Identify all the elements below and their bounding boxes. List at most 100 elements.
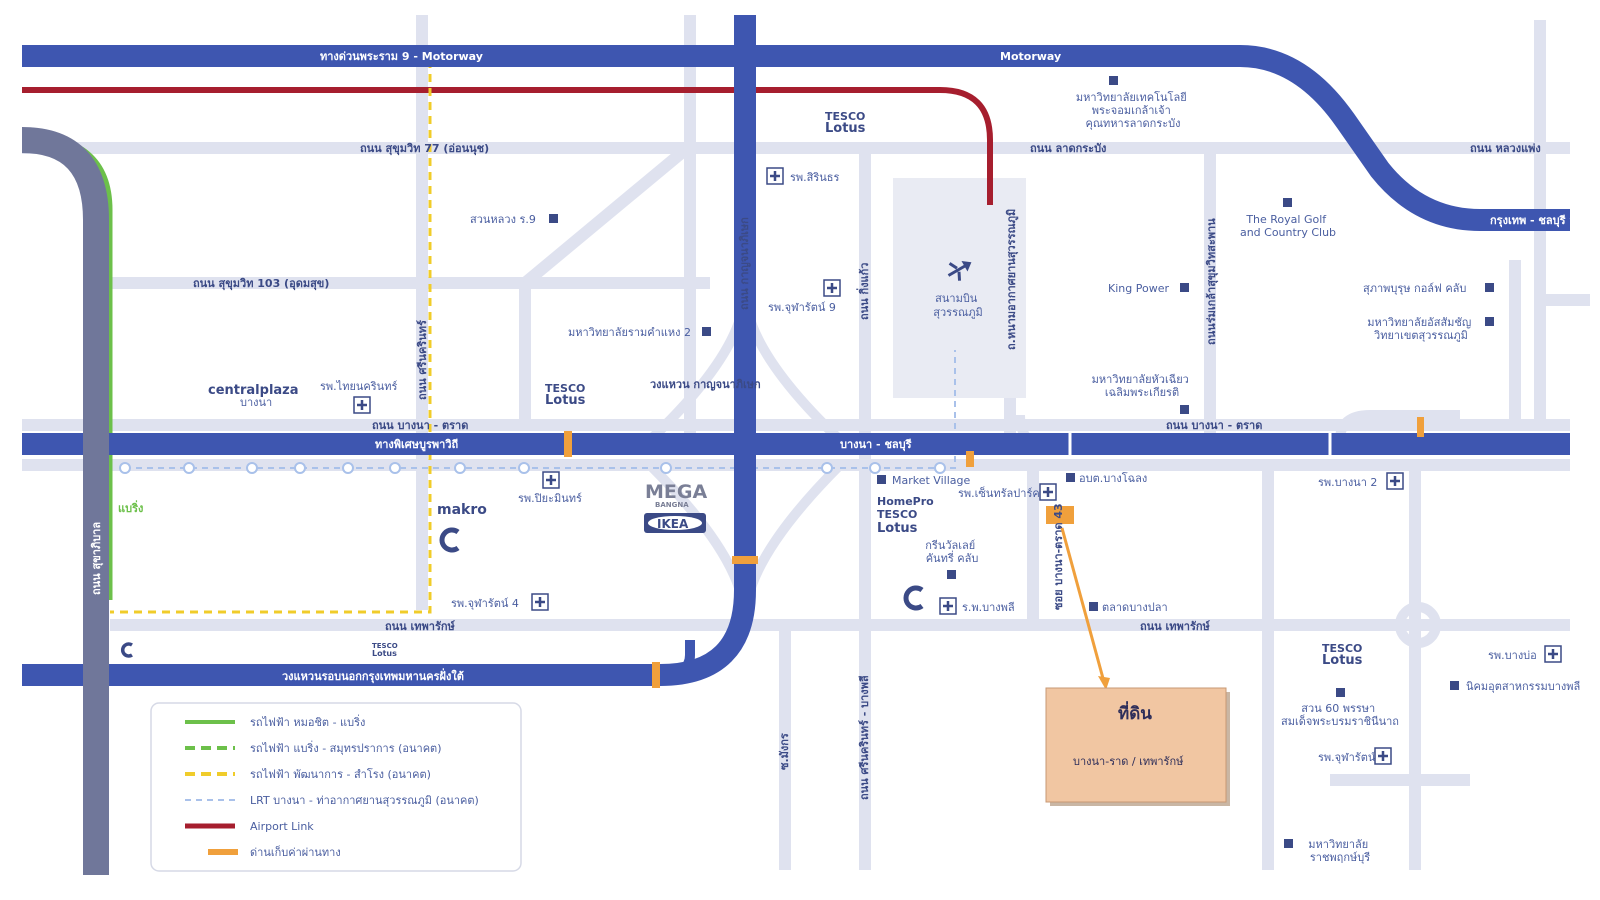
bangna2-label: รพ.บางนา 2 — [1318, 476, 1377, 489]
rama9-park-label: สวนหลวง ร.9 — [470, 213, 536, 226]
huachiew-marker — [1180, 405, 1189, 414]
airport-grounds — [893, 178, 1026, 398]
piyamin-hospital-icon — [542, 471, 560, 489]
left-curve-road — [21, 127, 109, 875]
bangphli-hospital-label: ร.พ.บางพลี — [962, 601, 1015, 614]
central-plaza-sub: บางนา — [240, 396, 272, 409]
thepharak-west-label: ถนน เทพารักษ์ — [385, 620, 456, 633]
krungthep-chonburi-label: กรุงเทพ - ชลบุรี สาย — [1490, 214, 1589, 228]
tesco-lotus-south-west: TESCO Lotus — [372, 642, 398, 658]
legend-item-green-solid: รถไฟฟ้า หมอชิต - แบริ่ง — [250, 714, 365, 729]
legend: รถไฟฟ้า หมอชิต - แบริ่ง รถไฟฟ้า แบริ่ง -… — [185, 714, 479, 859]
green-valley-marker — [947, 570, 956, 579]
royal-golf-label: The Royal Golf and Country Club — [1240, 213, 1336, 239]
central-pharma-hospital-icon — [1039, 483, 1057, 501]
chularat4-label: รพ.จุฬารัตน์ 4 — [451, 597, 519, 610]
outer-ring-road — [22, 15, 756, 686]
bangphli-industrial-marker — [1450, 681, 1459, 690]
chularat5-label: รพ.จุฬารัตน์ 5 — [1318, 751, 1386, 764]
luangphaeng-label: ถนน หลวงแพ่ง — [1470, 142, 1541, 155]
tesco-lotus-center: TESCO Lotus — [877, 508, 918, 536]
svg-text:Lotus: Lotus — [372, 649, 397, 658]
tesco-lotus-north: TESCO Lotus — [825, 110, 866, 136]
svg-text:TESCO: TESCO — [372, 642, 398, 650]
legend-item-toll: ด่านเก็บค่าผ่านทาง — [250, 845, 341, 859]
diagonal-road — [521, 145, 689, 288]
kanchanaphisek-label: ถนน กาญจนาภิเษก — [738, 217, 751, 310]
bangpla-market-label: ตลาดบางปลา — [1102, 601, 1168, 614]
svg-text:Lotus: Lotus — [545, 393, 586, 408]
c-logo-west — [121, 642, 133, 658]
kmitl-marker — [1109, 76, 1118, 85]
legend-item-yellow-dashed: รถไฟฟ้า พัฒนาการ - สำโรง (อนาคต) — [250, 767, 431, 781]
sirinn-hospital-label: รพ.สิรินธร — [790, 171, 840, 184]
assumption-label: มหาวิทยาลัยอัสสัมชัญ วิทยาเขตสุวรรณภูมิ — [1367, 316, 1475, 342]
wat60-label: สวน 60 พรรษา สมเด็จพระบรมราชินีนาถ — [1281, 702, 1399, 728]
sukhumvit103-label: ถนน สุขุมวิท 103 (อุดมสุข) — [193, 277, 329, 291]
lrt-line-future — [125, 350, 956, 469]
svg-text:TESCO: TESCO — [877, 508, 917, 521]
chularat9-hospital-icon — [823, 279, 841, 297]
bangpla-market-marker — [1089, 602, 1098, 611]
ikea-logo: IKEA — [657, 517, 689, 531]
land-callout-subtitle: บางนา-ราด / เทพารักษ์ — [1073, 755, 1184, 768]
mega-sub: BANGNA — [655, 501, 689, 509]
land-callout — [1045, 687, 1227, 803]
rama9-motorway-label: ทางด่วนพระราม 9 - Motorway — [320, 50, 483, 63]
tesco-lotus-south-east: TESCO Lotus — [1322, 642, 1363, 668]
ikea-logo-oval — [648, 516, 702, 530]
ramkhamhaeng2-label: มหาวิทยาลัยรามคำแหง 2 — [568, 326, 691, 339]
market-village-label: Market Village — [892, 474, 970, 487]
thainakarin-label: รพ.ไทยนครินทร์ — [320, 380, 397, 393]
rama9-park-marker — [549, 214, 558, 223]
green-valley-label: กรีนวัลเลย์ คันทรี่ คลับ — [925, 539, 978, 565]
svg-text:TESCO: TESCO — [545, 382, 585, 395]
c-logo-makro — [437, 525, 463, 555]
suvarnabhumi-road-label: ถ.หนามอากาศยานสุวรรณภูมิ — [1005, 209, 1019, 350]
sukhumvit77-label: ถนน สุขุมวิท 77 (อ่อนนุช) — [360, 142, 489, 156]
ramkhamhaeng2-marker — [702, 327, 711, 336]
huachiew-label: มหาวิทยาลัยหัวเฉียว เฉลิมพระเกียรติ — [1092, 373, 1193, 399]
district-office-label: อบต.บางโฉลง — [1079, 471, 1147, 485]
kmitl-label: มหาวิทยาลัยเทคโนโลยี พระจอมเกล้าเจ้า คุณ… — [1076, 90, 1190, 130]
makro-logo: makro — [437, 502, 487, 518]
svg-text:Lotus: Lotus — [825, 121, 866, 136]
kingkaeo-ring-label: วงแหวน กาญจนาภิเษก — [650, 378, 761, 391]
svg-text:TESCO: TESCO — [825, 110, 865, 123]
king-power-label: King Power — [1108, 282, 1169, 295]
bangphli-industrial-label: นิคมอุตสาหกรรมบางพลี — [1466, 680, 1580, 693]
bangphli-hospital-icon — [939, 597, 957, 615]
burapha-withi-label: ทางพิเศษบูรพาวิถี — [375, 438, 459, 452]
srinakarin-label: ถนน ศรีนครินทร์ — [416, 320, 429, 400]
sirinn-hospital-icon — [766, 167, 784, 185]
wat60-marker — [1336, 688, 1345, 697]
svg-text:TESCO: TESCO — [1322, 642, 1362, 655]
airport-link-line — [22, 87, 993, 205]
legend-item-lrt: LRT บางนา - ท่าอากาศยานสุวรรณภูมิ (อนาคต… — [250, 794, 479, 807]
expressway-separators — [1068, 432, 1332, 456]
rajapruk-marker — [1284, 839, 1293, 848]
summit-golf-label: สุภาพบุรุษ กอล์ฟ คลับ — [1363, 282, 1466, 295]
toll-gates — [564, 417, 1424, 688]
chularat9-label: รพ.จุฬารัตน์ 9 — [768, 301, 836, 314]
district-office-marker — [1066, 473, 1075, 482]
bearing-label: แบริ่ง — [118, 500, 143, 515]
piyamin-label: รพ.ปิยะมินทร์ — [518, 492, 582, 505]
outer-ring-label: วงแหวนรอบนอกกรุงเทพมหานครฝั่งใต้ — [282, 668, 464, 684]
central-pharma-label: รพ.เซ็นทรัลปาร์ค — [958, 486, 1040, 500]
legend-item-airport-link: Airport Link — [250, 820, 314, 833]
thepharak-roundabout — [1395, 602, 1441, 648]
bangbo-hospital-icon — [1544, 645, 1562, 663]
c-logo-center — [903, 585, 924, 611]
central-plaza-logo: centralplaza — [208, 383, 299, 398]
svg-text:Lotus: Lotus — [877, 521, 918, 536]
yellow-line-future — [110, 60, 432, 614]
bangna-trad-west-label: ถนน บางนา - ตราด — [372, 419, 468, 432]
airplane-icon — [947, 261, 972, 281]
thainakarin-hospital-icon — [353, 396, 371, 414]
bangna-trad43-label: ซอย บางนา-ตราด 43 — [1052, 503, 1065, 610]
lrt-stations — [119, 462, 946, 474]
outer-ring-hook — [659, 640, 695, 680]
latkrabang-label: ถนน ลาดกระบัง — [1030, 142, 1106, 155]
